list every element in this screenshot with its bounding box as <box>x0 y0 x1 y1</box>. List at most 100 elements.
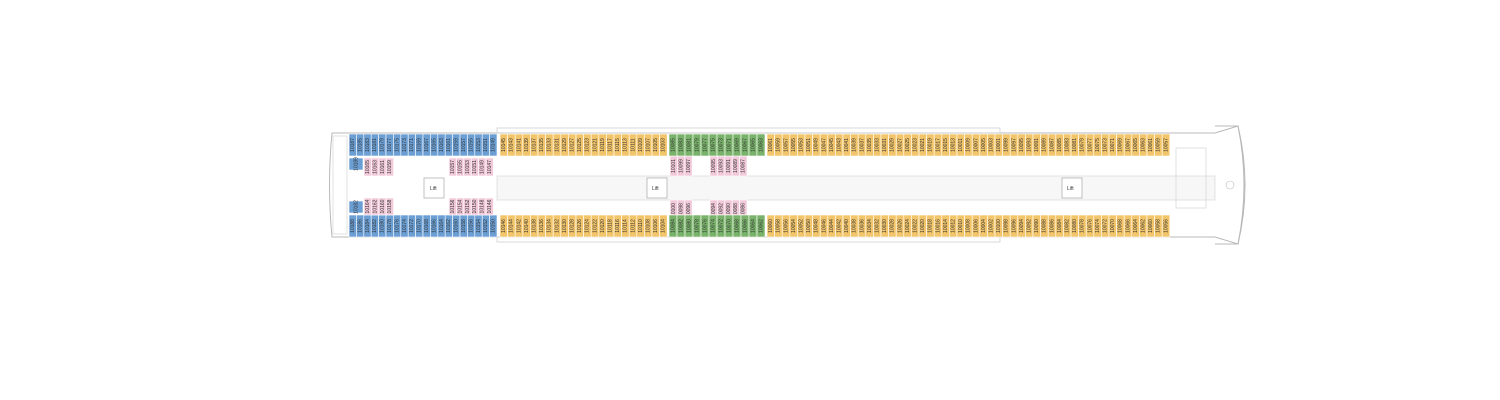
balcony-cabin[interactable]: 10129 <box>560 133 569 157</box>
balcony-cabin[interactable]: 10025 <box>903 133 912 157</box>
inside-cabin[interactable]: 10087 <box>739 155 748 177</box>
balcony-cabin[interactable]: 10087 <box>1047 133 1057 157</box>
balcony-cabin[interactable]: 10060 <box>766 214 775 238</box>
oceanview-cabin[interactable]: 10065 <box>748 133 758 157</box>
balcony-cabin[interactable]: 10130 <box>560 214 569 238</box>
balcony-cabin[interactable]: 10139 <box>522 133 531 157</box>
oceanview-cabin[interactable]: 10066 <box>740 214 750 238</box>
inside-cabin[interactable]: 10101 <box>669 155 678 177</box>
balcony-cabin[interactable]: 10023 <box>911 133 920 157</box>
balcony-cabin[interactable]: 10033 <box>873 133 882 157</box>
balcony-cabin[interactable]: 10095 <box>1017 133 1026 157</box>
balcony-cabin[interactable]: 10063 <box>1139 133 1148 157</box>
balcony-cabin[interactable]: 10131 <box>552 133 562 157</box>
suite-cabin[interactable]: 10180 <box>378 214 387 238</box>
balcony-cabin[interactable]: 10137 <box>530 133 539 157</box>
suite-cabin[interactable]: 10176 <box>393 214 402 238</box>
balcony-cabin[interactable]: 10090 <box>1032 214 1041 238</box>
balcony-cabin[interactable]: 10121 <box>590 133 600 157</box>
balcony-cabin[interactable]: 10073 <box>1101 133 1110 157</box>
suite-cabin[interactable]: 10153 <box>474 133 483 157</box>
balcony-cabin[interactable]: 10020 <box>918 214 927 238</box>
oceanview-cabin[interactable]: 10081 <box>684 133 694 157</box>
suite-cabin[interactable]: 10157 <box>459 133 468 157</box>
balcony-cabin[interactable]: 10019 <box>926 133 935 157</box>
oceanview-cabin[interactable]: 10084 <box>668 214 678 238</box>
suite-cabin[interactable]: 10183 <box>363 133 372 157</box>
suite-cabin[interactable]: 10179 <box>378 133 387 157</box>
suite-cabin[interactable]: 10165 <box>430 133 439 157</box>
balcony-cabin[interactable]: 10132 <box>552 214 562 238</box>
balcony-cabin[interactable]: 10029 <box>888 133 897 157</box>
balcony-cabin[interactable]: 10119 <box>598 133 607 157</box>
balcony-cabin[interactable]: 10050 <box>804 214 813 238</box>
balcony-cabin[interactable]: 10001 <box>994 133 1003 157</box>
suite-cabin[interactable]: 10177 <box>385 133 394 157</box>
suite-cabin[interactable]: 10185 <box>356 133 365 157</box>
balcony-cabin[interactable]: 10111 <box>628 133 638 157</box>
balcony-cabin[interactable]: 10057 <box>781 133 791 157</box>
balcony-cabin[interactable]: 10028 <box>888 214 897 238</box>
balcony-cabin[interactable]: 10052 <box>797 214 806 238</box>
oceanview-cabin[interactable]: 10079 <box>692 133 702 157</box>
balcony-cabin[interactable]: 10083 <box>1063 133 1072 157</box>
oceanview-cabin[interactable]: 10064 <box>748 214 758 238</box>
balcony-cabin[interactable]: 10123 <box>583 133 592 157</box>
balcony-cabin[interactable]: 10133 <box>545 133 554 157</box>
balcony-cabin[interactable]: 10035 <box>865 133 874 157</box>
balcony-cabin[interactable]: 10017 <box>933 133 943 157</box>
inside-cabin[interactable]: 10159 <box>385 157 394 177</box>
balcony-cabin[interactable]: 10124 <box>583 214 592 238</box>
inside-cabin[interactable]: 10156 <box>448 197 457 216</box>
balcony-cabin[interactable]: 10010 <box>956 214 965 238</box>
balcony-cabin[interactable]: 10011 <box>956 133 965 157</box>
suite-cabin[interactable]: 10181 <box>370 133 379 157</box>
balcony-cabin[interactable]: 10014 <box>941 214 950 238</box>
oceanview-cabin[interactable]: 10077 <box>700 133 710 157</box>
balcony-cabin[interactable]: 10032 <box>873 214 882 238</box>
balcony-cabin[interactable]: 10024 <box>903 214 912 238</box>
inside-cabin[interactable]: 10157 <box>448 157 457 177</box>
inside-cabin[interactable]: 10089 <box>731 155 740 177</box>
oceanview-cabin[interactable]: 10080 <box>684 214 694 238</box>
balcony-cabin[interactable]: 10062 <box>1139 214 1148 238</box>
inside-cabin[interactable]: 10097 <box>684 155 693 177</box>
inside-cabin[interactable]: 10099 <box>677 155 686 177</box>
balcony-cabin[interactable]: 10039 <box>850 133 859 157</box>
balcony-cabin[interactable]: 10036 <box>857 214 867 238</box>
balcony-cabin[interactable]: 10078 <box>1078 214 1087 238</box>
balcony-cabin[interactable]: 10065 <box>1131 133 1140 157</box>
balcony-cabin[interactable]: 10092 <box>1025 214 1034 238</box>
balcony-cabin[interactable]: 10006 <box>971 214 981 238</box>
balcony-cabin[interactable]: 10088 <box>1040 214 1049 238</box>
balcony-cabin[interactable]: 10040 <box>842 214 851 238</box>
suite-cabin[interactable]: 10184 <box>363 214 372 238</box>
balcony-cabin[interactable]: 10107 <box>644 133 653 157</box>
suite-cabin[interactable]: 10151 <box>481 133 490 157</box>
inside-cabin[interactable]: 10147 <box>485 157 494 177</box>
suite-cabin[interactable]: 10168 <box>422 214 431 238</box>
inside-cabin[interactable]: 10162 <box>371 197 380 216</box>
balcony-cabin[interactable]: 10104 <box>659 214 668 238</box>
suite-cabin[interactable]: 10172 <box>407 214 416 238</box>
balcony-cabin[interactable]: 10140 <box>522 214 531 238</box>
oceanview-cabin[interactable]: 10067 <box>740 133 750 157</box>
balcony-cabin[interactable]: 10077 <box>1085 133 1095 157</box>
balcony-cabin[interactable]: 10145 <box>499 133 508 157</box>
balcony-cabin[interactable]: 10141 <box>514 133 524 157</box>
balcony-cabin[interactable]: 10091 <box>1032 133 1041 157</box>
inside-cabin[interactable]: 10155 <box>456 157 465 177</box>
balcony-cabin[interactable]: 10093 <box>1025 133 1034 157</box>
oceanview-cabin[interactable]: 10069 <box>732 133 742 157</box>
balcony-cabin[interactable]: 10044 <box>827 214 836 238</box>
oceanview-cabin[interactable]: 10078 <box>692 214 702 238</box>
balcony-cabin[interactable]: 10128 <box>568 214 577 238</box>
oceanview-cabin[interactable]: 10062 <box>756 214 766 238</box>
balcony-cabin[interactable]: 10106 <box>651 214 660 238</box>
balcony-cabin[interactable]: 10013 <box>949 133 958 157</box>
balcony-cabin[interactable]: 10115 <box>613 133 622 157</box>
balcony-cabin[interactable]: 10099 <box>1002 133 1011 157</box>
suite-cabin[interactable]: 10175 <box>393 133 402 157</box>
balcony-cabin[interactable]: 10105 <box>651 133 660 157</box>
balcony-cabin[interactable]: 10064 <box>1131 214 1140 238</box>
